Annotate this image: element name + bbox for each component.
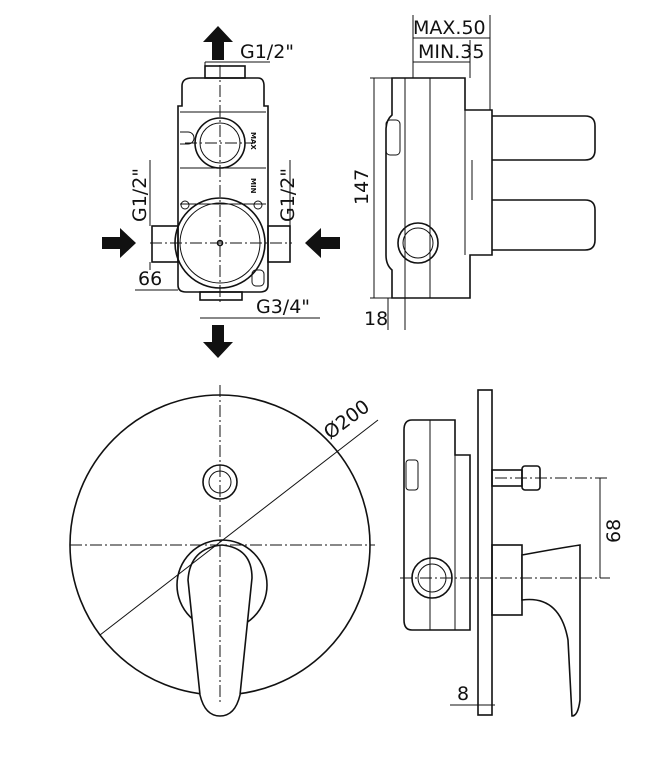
diameter-label: Ø200 — [320, 396, 374, 444]
outlet-arrow-down-icon — [203, 325, 233, 358]
body-marking-max: MAX — [249, 132, 257, 150]
plate-side-view: 68 8 — [400, 389, 625, 717]
inlet-arrow-left-icon — [305, 228, 340, 258]
right-thread-label: G1/2" — [277, 168, 299, 222]
plate-front-view: Ø200 — [69, 385, 379, 717]
plate-thickness-dimension: 8 — [457, 683, 469, 705]
offset-dimension: 68 — [603, 519, 625, 543]
valve-front-view: MAX MIN G1/2" G1/2" G1/2" 66 G3/4" — [102, 26, 340, 358]
width-dimension: 66 — [138, 268, 162, 290]
inlet-arrow-right-icon — [102, 228, 136, 258]
body-marking-min: MIN — [249, 178, 257, 194]
left-thread-label: G1/2" — [129, 168, 151, 222]
base-dimension: 18 — [364, 308, 388, 330]
outlet-arrow-up-icon — [203, 26, 233, 60]
min-depth-label: MIN.35 — [418, 41, 484, 63]
bottom-thread-label: G3/4" — [256, 296, 310, 318]
top-thread-label: G1/2" — [240, 41, 294, 63]
max-depth-label: MAX.50 — [413, 17, 486, 39]
height-dimension: 147 — [351, 169, 373, 205]
valve-side-view: MAX.50 MIN.35 147 18 — [351, 15, 596, 330]
